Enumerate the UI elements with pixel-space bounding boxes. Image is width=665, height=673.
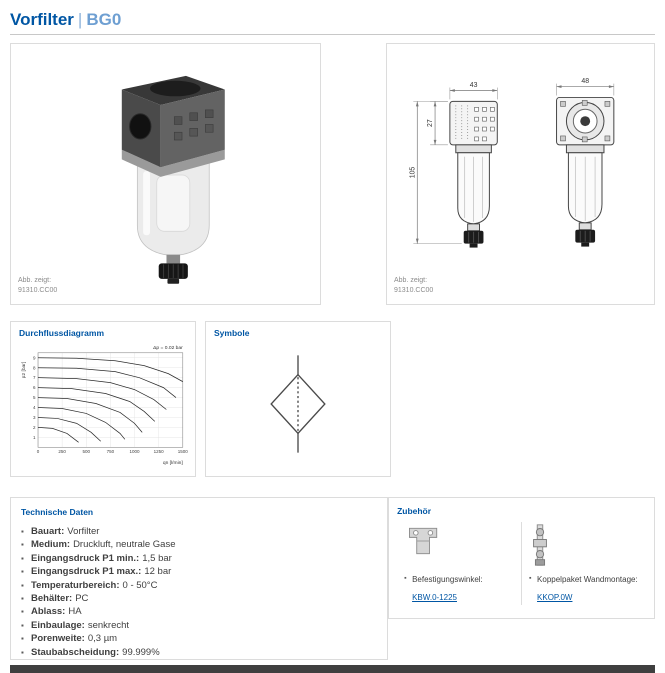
drawing-caption-value: 91310.CC00 [394,287,434,295]
tech-item-value: 12 bar [144,566,172,578]
technical-heading: Technische Daten [21,507,94,517]
tech-item-label: Eingangsdruck P1 max.: [31,566,142,578]
tech-item-value: 1,5 bar [142,552,172,564]
tech-item-value: Vorfilter [67,526,100,537]
page-title: Vorfilter [10,10,74,29]
symbols-heading: Symbole [214,328,250,338]
tech-item-label: Behälter: [31,593,73,605]
dim-total-height: 105 [409,167,416,179]
wall-mount-icon [529,522,639,570]
drawing-caption: Abb. zeigt: 91310.CC00 [394,276,433,296]
accessory-link[interactable]: KBW.0-1225 [412,593,457,602]
accessory-link[interactable]: KKOP.0W [537,593,573,602]
tech-item-value: 0,3 µm [87,633,118,645]
svg-text:7: 7 [33,375,36,380]
svg-text:750: 750 [107,449,115,454]
tech-item-label: Ablass: [31,606,66,618]
tech-item: Einbaulage:senkrecht [21,619,377,633]
svg-text:6: 6 [33,385,36,390]
middle-row: Durchflussdiagramm 1 2 3 4 5 6 7 8 9 0 250 500 750 10… [10,321,655,477]
photo-panel: Abb. zeigt: 91310.CC00 [10,43,321,305]
accessory-label: Koppelpaket Wandmontage: [529,575,639,584]
accessory-item: Koppelpaket Wandmontage: KKOP.0W [521,522,646,605]
tech-item-value: 0 - 50°C [122,579,158,591]
symbols-panel: Symbole [205,321,391,477]
title-divider [10,34,655,35]
svg-text:1250: 1250 [154,449,165,454]
tech-item-label: Einbaulage: [31,619,85,631]
tech-item: Ablass:HA [21,605,377,619]
tech-item-label: Eingangsdruck P1 min.: [31,552,140,564]
tech-item-value: senkrecht [87,619,130,631]
tech-item: Porenweite:0,3 µm [21,632,377,646]
tech-item-value: 99.999% [122,646,160,658]
dim-width-left: 43 [470,82,478,89]
svg-text:500: 500 [83,449,91,454]
mounting-bracket-icon [404,522,514,570]
technical-data-panel: Technische Daten Bauart:Vorfilter Medium… [10,497,389,660]
flow-heading: Durchflussdiagramm [19,328,105,338]
tech-item: Eingangsdruck P1 max.:12 bar [21,565,377,579]
tech-item-value: HA [68,606,82,618]
svg-text:p2 [bar]: p2 [bar] [21,361,27,378]
tech-item: Staubabscheidung:99.999% [21,646,377,660]
tech-item-label: Bauart: [31,526,65,537]
footer-bar [10,665,655,673]
drawing-panel: 43 27 105 [386,43,655,305]
tech-item-label: Porenweite: [31,633,85,645]
title-separator: | [77,10,83,29]
svg-text:5: 5 [33,395,36,400]
photo-caption: Abb. zeigt: 91310.CC00 [18,276,57,296]
accessory-item: Befestigungswinkel: KBW.0-1225 [397,522,521,605]
svg-text:4: 4 [33,405,36,410]
svg-text:3: 3 [33,415,36,420]
svg-text:250: 250 [58,449,66,454]
tech-item: Temperaturbereich:0 - 50°C [21,579,377,593]
tech-item-value: PC [75,593,89,605]
accessory-label: Befestigungswinkel: [404,575,514,584]
dim-head-height: 27 [427,119,434,127]
flow-chart: 1 2 3 4 5 6 7 8 9 0 250 500 750 1000 1250 1500 Δp = 0.02… [21,345,189,466]
photo-caption-label: Abb. zeigt: [18,277,52,285]
svg-text:1000: 1000 [129,449,140,454]
tech-item-label: Staubabscheidung: [31,646,120,658]
tech-list: Bauart:Vorfilter Medium:Druckluft, neutr… [21,525,377,659]
tech-item: Bauart:Vorfilter [21,525,377,539]
svg-text:0: 0 [37,449,40,454]
photo-caption-value: 91310.CC00 [18,287,58,295]
svg-text:1: 1 [33,435,36,440]
tech-item-label: Medium: [31,539,71,551]
page-title-bar: Vorfilter|BG0 [10,10,655,30]
flow-diagram-panel: Durchflussdiagramm 1 2 3 4 5 6 7 8 9 0 250 500 750 10… [10,321,196,477]
product-photo [121,75,225,284]
drawing-caption-label: Abb. zeigt: [394,277,428,285]
tech-item: Eingangsdruck P1 min.:1,5 bar [21,552,377,566]
tech-item: Medium:Druckluft, neutrale Gase [21,538,377,552]
page-subtitle: BG0 [86,10,122,29]
tech-item-label: Temperaturbereich: [31,579,120,591]
dimension-drawing: 43 27 105 [409,78,615,248]
top-row: Abb. zeigt: 91310.CC00 [10,43,655,305]
svg-text:8: 8 [33,365,36,370]
tech-item-value: Druckluft, neutrale Gase [73,539,176,551]
svg-text:2: 2 [33,425,36,430]
tech-item: Behälter:PC [21,592,377,606]
accessories-panel: Zubehör Befestigungswinkel: KBW.0-1225 [388,497,655,619]
accessories-heading: Zubehör [397,506,432,516]
filter-symbol-icon [270,355,326,453]
svg-text:Δp = 0.02 bar: Δp = 0.02 bar [153,345,183,351]
bottom-row: Technische Daten Bauart:Vorfilter Medium… [10,497,655,660]
svg-text:qn [l/min]: qn [l/min] [163,460,184,466]
symbol-body [214,338,382,470]
svg-text:1500: 1500 [178,449,189,454]
svg-text:9: 9 [33,355,36,360]
dim-width-right: 48 [581,78,589,85]
accessories-row: Befestigungswinkel: KBW.0-1225 Koppelpa [397,522,646,605]
